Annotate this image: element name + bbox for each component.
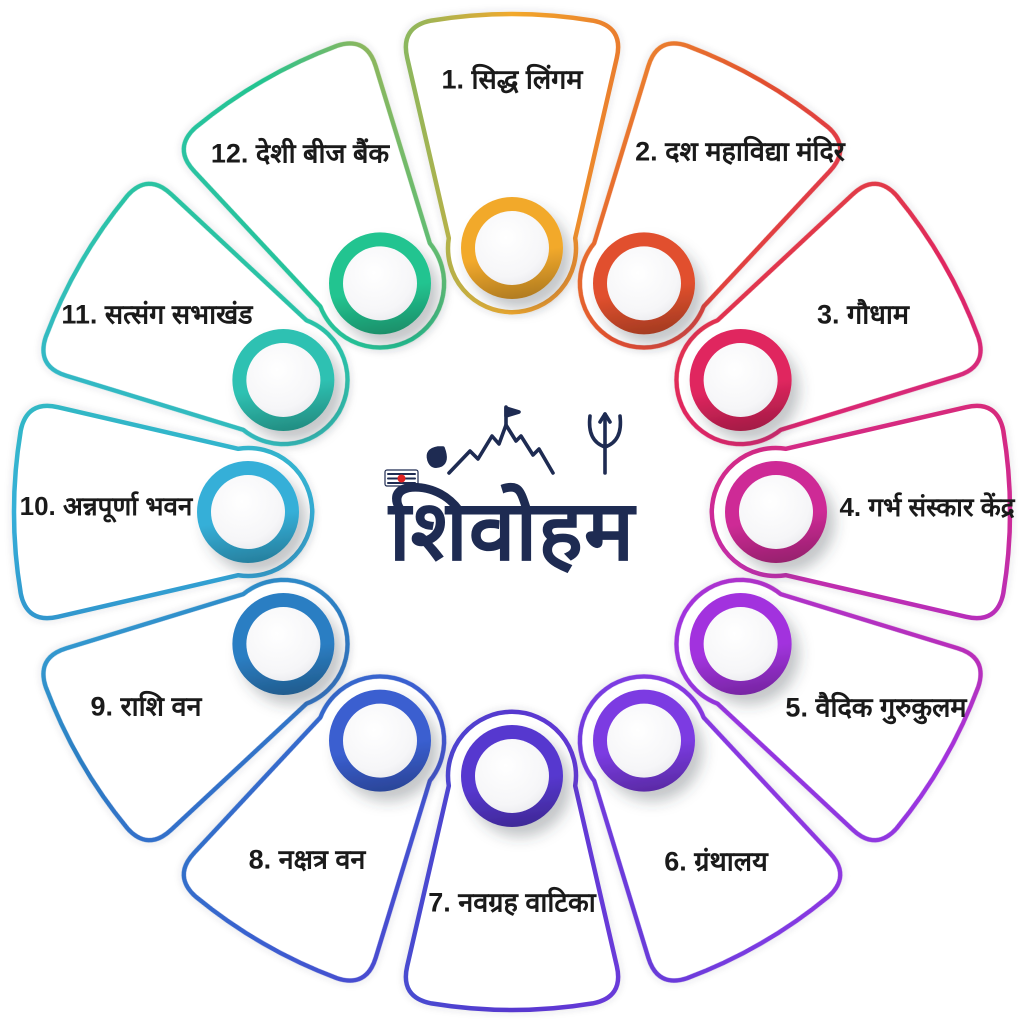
- flag-icon: [504, 406, 521, 418]
- segment-label-3: 3. गौधाम: [817, 299, 909, 330]
- node-circle-segment-9: [232, 593, 335, 695]
- segment-label-5: 5. वैदिक गुरुकुलम: [785, 692, 967, 723]
- segment-label-11: 11. सत्संग सभाखंड: [61, 299, 253, 330]
- node-circle-segment-4: [725, 461, 827, 563]
- node-circle-segment-11: [232, 329, 335, 431]
- segment-label-6: 6. ग्रंथालय: [664, 846, 768, 877]
- node-circle-segment-12: [329, 232, 431, 335]
- segment-label-1: 1. सिद्ध लिंगम: [441, 64, 583, 95]
- segment-label-9: 9. राशि वन: [90, 691, 202, 722]
- wheel-node-circles: [197, 197, 827, 827]
- wedge-segment-7: [403, 709, 621, 1013]
- node-circle-segment-6: [593, 689, 695, 792]
- trishul-icon: [587, 412, 623, 475]
- wedge-segment-4: [709, 403, 1013, 621]
- segment-label-7: 7. नवग्रह वाटिका: [428, 887, 596, 918]
- logo-ornaments: [384, 405, 623, 487]
- segment-label-2: 2. दश महाविद्या मंदिर: [635, 136, 845, 167]
- node-circle-segment-1: [461, 197, 563, 299]
- node-circle-segment-5: [689, 593, 792, 695]
- wedge-segment-1: [403, 11, 621, 315]
- segment-label-10: 10. अन्नपूर्णा भवन: [19, 491, 193, 522]
- wedge-segment-10: [11, 403, 315, 621]
- tilak-icon: [384, 469, 419, 487]
- segment-label-8: 8. नक्षत्र वन: [248, 844, 366, 875]
- segment-label-12: 12. देशी बीज बैंक: [210, 138, 390, 169]
- segment-label-4: 4. गर्भ संस्कार केंद्र: [839, 492, 1015, 523]
- node-circle-segment-8: [329, 689, 431, 792]
- node-circle-segment-10: [197, 461, 299, 563]
- node-circle-segment-7: [461, 725, 563, 827]
- node-circle-segment-2: [593, 232, 695, 335]
- temple-mountain-icon: [426, 405, 555, 475]
- logo-text: शिवोहम: [388, 483, 636, 578]
- node-circle-segment-3: [689, 329, 792, 431]
